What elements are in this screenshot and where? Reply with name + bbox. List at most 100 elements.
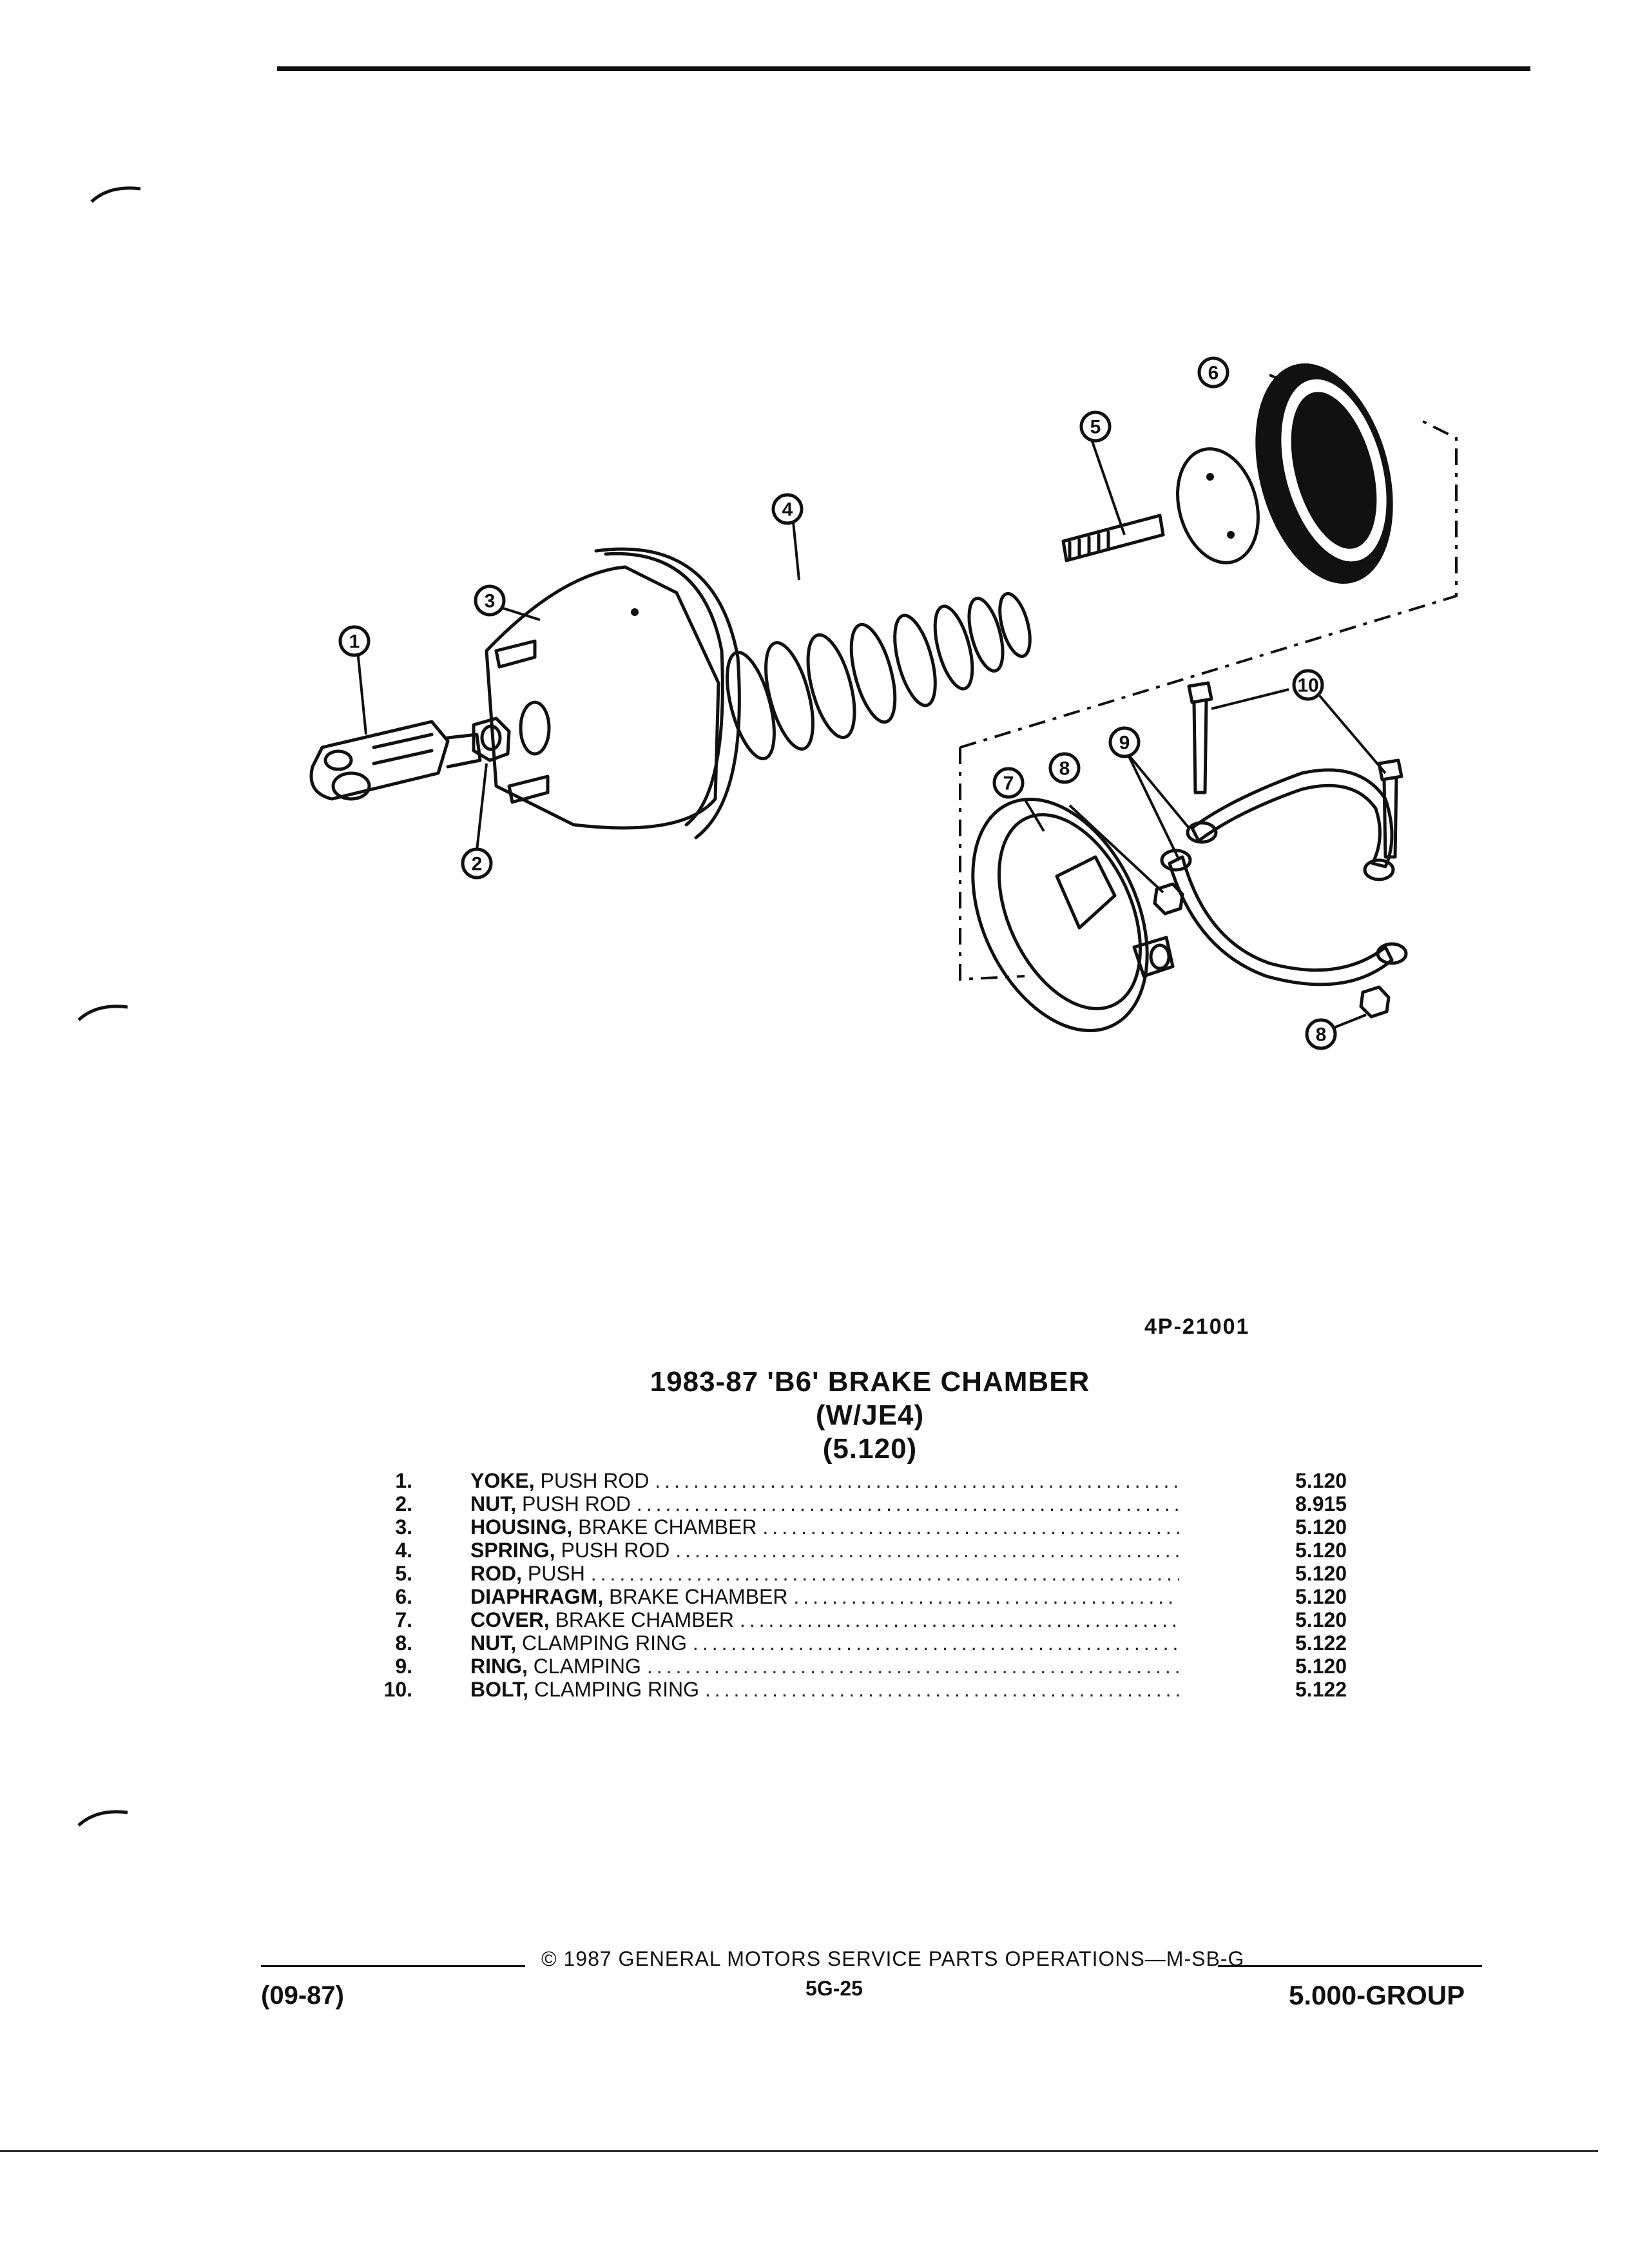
top-rule: [277, 66, 1530, 71]
part-number: 7.: [395, 1608, 412, 1631]
parts-list: 1. YOKE, PUSH ROD ......................…: [354, 1469, 1373, 1701]
bottom-rule: [0, 2150, 1598, 2152]
part-name: YOKE,: [470, 1469, 535, 1492]
part-description: SPRING, PUSH ROD .......................…: [470, 1539, 1179, 1562]
svg-text:4: 4: [782, 499, 793, 521]
callout-8: 8: [1048, 752, 1081, 784]
part-number: 1.: [395, 1469, 412, 1492]
figure-id: 4P-21001: [1144, 1314, 1250, 1339]
parts-list-row: 4. SPRING, PUSH ROD ....................…: [354, 1539, 1373, 1562]
assembly-guide-line: [959, 747, 1025, 981]
svg-text:8: 8: [1059, 758, 1070, 780]
callout-5: 5: [1079, 410, 1112, 443]
callout-4: 4: [771, 493, 804, 525]
part-name: BOLT,: [470, 1678, 529, 1701]
clamping-ring-bolt-part: [1187, 681, 1403, 859]
part-detail: BRAKE CHAMBER: [572, 1515, 757, 1539]
part-detail: BRAKE CHAMBER: [603, 1585, 788, 1608]
callout-1: 1: [338, 625, 371, 657]
callout-leader: [1269, 374, 1283, 381]
part-detail: PUSH ROD: [534, 1469, 650, 1492]
leader-dots: ........................................…: [655, 1469, 1179, 1492]
part-name: DIAPHRAGM,: [470, 1585, 604, 1608]
part-number: 6.: [395, 1585, 412, 1608]
leader-dots: ........................................…: [675, 1539, 1179, 1562]
parts-list-row: 5. ROD, PUSH ...........................…: [354, 1562, 1373, 1585]
binder-hole-mark: [77, 1810, 128, 1827]
brake-chamber-housing-part: [485, 547, 741, 840]
part-detail: CLAMPING: [527, 1655, 641, 1678]
push-rod-spring-part: [726, 591, 1032, 760]
part-detail: CLAMPING RING: [528, 1678, 699, 1701]
callout-3: 3: [474, 584, 506, 617]
part-description: HOUSING, BRAKE CHAMBER .................…: [470, 1515, 1179, 1539]
parts-list-row: 8. NUT, CLAMPING RING ..................…: [354, 1631, 1373, 1655]
part-number: 9.: [395, 1655, 412, 1678]
svg-text:3: 3: [485, 591, 496, 612]
parts-list-row: 6. DIAPHRAGM, BRAKE CHAMBER ............…: [354, 1585, 1373, 1608]
callout-8-lower: 8: [1305, 1018, 1337, 1050]
callout-6: 6: [1197, 356, 1229, 389]
callout-2: 2: [461, 847, 493, 879]
part-reference: 5.122: [1295, 1678, 1347, 1701]
yoke-part: [309, 720, 482, 801]
callout-leader: [476, 763, 488, 851]
part-number: 3.: [395, 1515, 412, 1539]
leader-dots: ........................................…: [590, 1562, 1179, 1585]
parts-list-row: 3. HOUSING, BRAKE CHAMBER ..............…: [354, 1515, 1373, 1539]
part-name: COVER,: [470, 1608, 550, 1631]
part-description: NUT, PUSH ROD ..........................…: [470, 1492, 1179, 1515]
part-reference: 5.120: [1295, 1515, 1347, 1539]
part-detail: BRAKE CHAMBER: [549, 1608, 734, 1631]
callout-leader: [1333, 1014, 1367, 1029]
leader-dots: ........................................…: [704, 1678, 1179, 1701]
parts-list-row: 2. NUT, PUSH ROD .......................…: [354, 1492, 1373, 1515]
leader-dots: ........................................…: [762, 1515, 1179, 1539]
part-name: HOUSING,: [470, 1515, 573, 1539]
callout-leader: [1091, 441, 1126, 535]
svg-text:9: 9: [1119, 733, 1130, 754]
callout-leader: [791, 515, 800, 581]
part-description: DIAPHRAGM, BRAKE CHAMBER ...............…: [470, 1585, 1179, 1608]
clamping-ring-part: [1160, 768, 1408, 986]
part-name: RING,: [470, 1655, 528, 1678]
svg-text:2: 2: [472, 854, 483, 875]
svg-text:5: 5: [1090, 417, 1101, 438]
svg-text:7: 7: [1003, 773, 1014, 794]
callout-leader: [356, 650, 367, 735]
footer-rule: [1218, 1965, 1482, 1967]
exploded-parts-diagram: 1 2 3 4 5 6 7 8 9 10 8: [309, 356, 1458, 1050]
svg-text:8: 8: [1316, 1024, 1327, 1046]
part-detail: CLAMPING RING: [516, 1631, 688, 1655]
part-number: 8.: [395, 1631, 412, 1655]
leader-dots: ........................................…: [646, 1655, 1179, 1678]
footer-page-number: 5G-25: [805, 1977, 863, 2000]
clamping-ring-nut-part: [1153, 882, 1391, 1019]
part-detail: PUSH: [522, 1562, 585, 1585]
part-reference: 5.120: [1295, 1469, 1347, 1492]
part-description: NUT, CLAMPING RING .....................…: [470, 1631, 1179, 1655]
svg-text:10: 10: [1297, 675, 1318, 697]
leader-dots: ........................................…: [692, 1631, 1179, 1655]
binder-hole-mark: [77, 1004, 128, 1021]
footer-rule: [261, 1965, 525, 1967]
part-name: NUT,: [470, 1631, 517, 1655]
part-reference: 5.120: [1295, 1562, 1347, 1585]
callout-leader: [1126, 753, 1181, 861]
leader-dots: ........................................…: [636, 1492, 1179, 1515]
part-description: RING, CLAMPING .........................…: [470, 1655, 1179, 1678]
part-description: COVER, BRAKE CHAMBER ...................…: [470, 1608, 1179, 1631]
part-reference: 5.120: [1295, 1655, 1347, 1678]
part-number: 2.: [395, 1492, 412, 1515]
assembly-guide-line: [959, 418, 1458, 749]
callout-10: 10: [1292, 669, 1324, 701]
svg-text:6: 6: [1208, 363, 1219, 384]
part-reference: 5.122: [1295, 1631, 1347, 1655]
leader-dots: ........................................…: [739, 1608, 1179, 1631]
part-description: ROD, PUSH ..............................…: [470, 1562, 1179, 1585]
footer-copyright: © 1987 GENERAL MOTORS SERVICE PARTS OPER…: [541, 1947, 1245, 1970]
callout-leader: [1126, 753, 1190, 829]
brake-chamber-cover-part: [971, 797, 1175, 1033]
part-name: SPRING,: [470, 1539, 555, 1562]
footer-group: 5.000-GROUP: [1289, 1980, 1465, 2010]
